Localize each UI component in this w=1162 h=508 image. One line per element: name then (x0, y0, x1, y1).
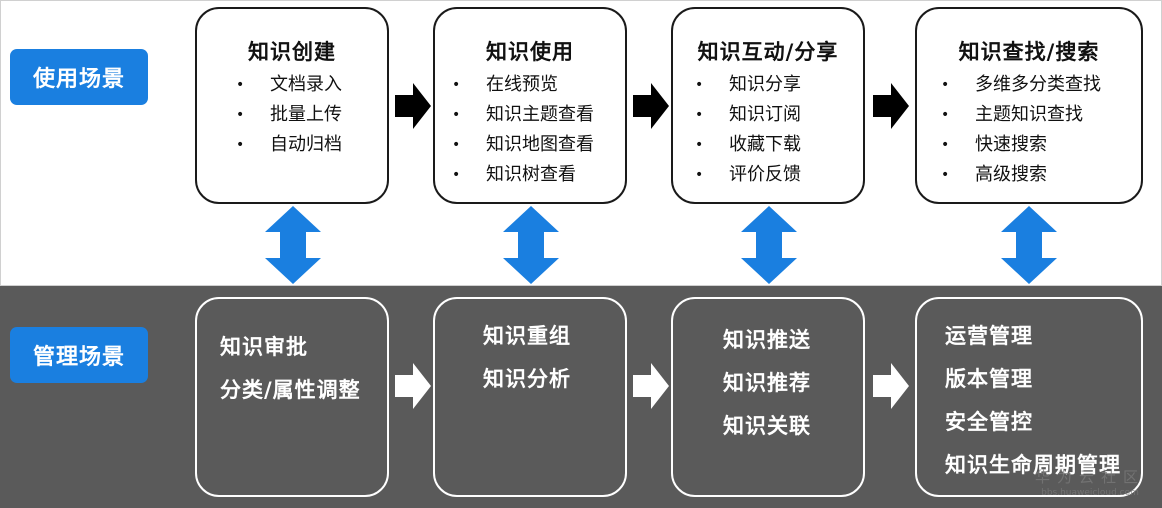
box-title: 知识互动/分享 (697, 40, 839, 64)
list-item: • 主题知识查找 (941, 100, 1141, 130)
item-text: 快速搜索 (975, 134, 1047, 155)
right-arrow-icon (633, 83, 669, 129)
bullet: • (941, 77, 950, 93)
management-line: 运营管理 (945, 324, 1033, 348)
management-line: 知识分析 (483, 367, 571, 391)
item-list: • 文档录入 • 批量上传 • 自动归档 (236, 70, 387, 160)
management-line: 安全管控 (945, 410, 1033, 434)
management-box-reorganize (433, 297, 627, 497)
item-list: • 多维多分类查找 • 主题知识查找 • 快速搜索 • 高级搜索 (941, 70, 1141, 190)
item-text: 高级搜索 (975, 164, 1047, 185)
list-item: • 多维多分类查找 (941, 70, 1141, 100)
management-band (0, 286, 1162, 508)
bullet: • (452, 137, 461, 153)
management-box-push (671, 297, 865, 497)
right-arrow-icon (395, 363, 431, 409)
management-line: 知识推荐 (723, 371, 811, 395)
item-text: 文档录入 (270, 74, 342, 95)
list-item: • 知识订阅 (695, 100, 863, 130)
usage-box-search: 知识查找/搜索 • 多维多分类查找 • 主题知识查找 • 快速搜索 • 高级搜索 (915, 7, 1143, 204)
bullet: • (941, 107, 950, 123)
management-box-operations (915, 297, 1143, 497)
list-item: • 知识地图查看 (452, 130, 625, 160)
bullet: • (236, 137, 245, 153)
right-arrow-icon (395, 83, 431, 129)
list-item: • 收藏下载 (695, 130, 863, 160)
management-scene-label: 管理场景 (10, 327, 148, 383)
list-item: • 知识树查看 (452, 160, 625, 190)
management-line: 知识关联 (723, 414, 811, 438)
bullet: • (695, 107, 704, 123)
double-vertical-arrow-icon (503, 206, 559, 284)
item-text: 自动归档 (270, 134, 342, 155)
double-vertical-arrow-icon (1001, 206, 1057, 284)
management-line: 分类/属性调整 (220, 378, 361, 402)
bullet: • (236, 107, 245, 123)
item-list: • 在线预览 • 知识主题查看 • 知识地图查看 • 知识树查看 (452, 70, 625, 190)
watermark: 华为云社区 (1034, 468, 1145, 486)
bullet: • (452, 167, 461, 183)
bullet: • (452, 77, 461, 93)
list-item: • 自动归档 (236, 130, 387, 160)
list-item: • 知识主题查看 (452, 100, 625, 130)
right-arrow-icon (873, 363, 909, 409)
list-item: • 知识分享 (695, 70, 863, 100)
usage-box-use: 知识使用 • 在线预览 • 知识主题查看 • 知识地图查看 • 知识树查看 (433, 7, 627, 204)
item-text: 批量上传 (270, 104, 342, 125)
management-line: 知识生命周期管理 (945, 453, 1121, 477)
item-text: 知识分享 (729, 74, 801, 95)
box-title: 知识创建 (248, 40, 336, 64)
list-item: • 高级搜索 (941, 160, 1141, 190)
bullet: • (695, 77, 704, 93)
list-item: • 文档录入 (236, 70, 387, 100)
management-line: 版本管理 (945, 367, 1033, 391)
right-arrow-icon (873, 83, 909, 129)
item-text: 多维多分类查找 (975, 74, 1101, 95)
bullet: • (695, 167, 704, 183)
box-title: 知识查找/搜索 (958, 40, 1100, 64)
item-text: 知识树查看 (486, 164, 576, 185)
usage-box-create: 知识创建 • 文档录入 • 批量上传 • 自动归档 (195, 7, 389, 204)
item-list: • 知识分享 • 知识订阅 • 收藏下载 • 评价反馈 (695, 70, 863, 190)
list-item: • 批量上传 (236, 100, 387, 130)
item-text: 知识地图查看 (486, 134, 594, 155)
item-text: 知识主题查看 (486, 104, 594, 125)
bullet: • (695, 137, 704, 153)
item-text: 知识订阅 (729, 104, 801, 125)
management-box-approval (195, 297, 389, 497)
bullet: • (236, 77, 245, 93)
item-text: 评价反馈 (729, 164, 801, 185)
item-text: 收藏下载 (729, 134, 801, 155)
item-text: 主题知识查找 (975, 104, 1083, 125)
double-vertical-arrow-icon (741, 206, 797, 284)
management-line: 知识审批 (220, 335, 308, 359)
list-item: • 在线预览 (452, 70, 625, 100)
bullet: • (941, 137, 950, 153)
right-arrow-icon (633, 363, 669, 409)
management-line: 知识重组 (483, 324, 571, 348)
double-vertical-arrow-icon (265, 206, 321, 284)
box-title: 知识使用 (486, 40, 574, 64)
bullet: • (452, 107, 461, 123)
usage-scene-label: 使用场景 (10, 49, 148, 105)
management-line: 知识推送 (723, 328, 811, 352)
watermark-url: bbs.huaweicloud.com (1041, 488, 1139, 498)
list-item: • 评价反馈 (695, 160, 863, 190)
list-item: • 快速搜索 (941, 130, 1141, 160)
item-text: 在线预览 (486, 74, 558, 95)
usage-box-share: 知识互动/分享 • 知识分享 • 知识订阅 • 收藏下载 • 评价反馈 (671, 7, 865, 204)
bullet: • (941, 167, 950, 183)
